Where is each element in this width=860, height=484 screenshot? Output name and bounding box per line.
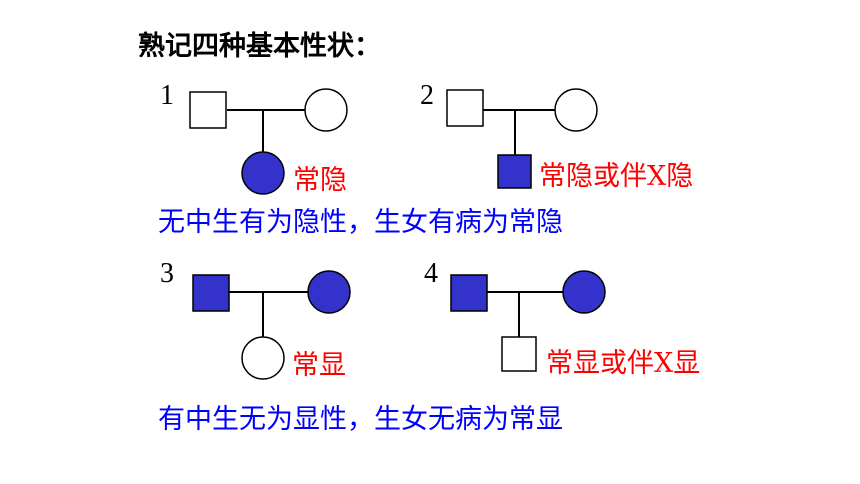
daughter-circle xyxy=(241,336,285,380)
father-square xyxy=(192,274,230,312)
son-square xyxy=(497,154,532,189)
father-square xyxy=(450,274,488,312)
mother-circle xyxy=(562,270,606,314)
pedigree-number-2: 2 xyxy=(420,80,434,111)
pedigree-1-label: 常隐 xyxy=(293,165,347,196)
pedigree-4 xyxy=(450,270,606,372)
rule-dominant: 有中生无为显性，生女无病为常显 xyxy=(158,404,563,435)
pedigree-4-label: 常显或伴X显 xyxy=(546,348,701,379)
rule-recessive: 无中生有为隐性，生女有病为常隐 xyxy=(158,207,563,238)
pedigree-number-1: 1 xyxy=(160,80,174,111)
pedigree-3-label: 常显 xyxy=(292,350,346,381)
father-square xyxy=(446,89,484,127)
pedigree-2 xyxy=(446,88,598,189)
pedigree-number-4: 4 xyxy=(424,258,438,289)
page-title: 熟记四种基本性状： xyxy=(138,31,381,62)
father-square xyxy=(189,91,227,129)
mother-circle xyxy=(554,88,598,132)
daughter-circle xyxy=(241,151,285,195)
pedigree-number-3: 3 xyxy=(160,258,174,289)
son-square xyxy=(501,336,537,372)
pedigree-3 xyxy=(192,270,351,380)
pedigree-1 xyxy=(189,88,348,195)
mother-circle xyxy=(307,270,351,314)
mother-circle xyxy=(304,88,348,132)
pedigree-2-label: 常隐或伴X隐 xyxy=(539,161,694,192)
